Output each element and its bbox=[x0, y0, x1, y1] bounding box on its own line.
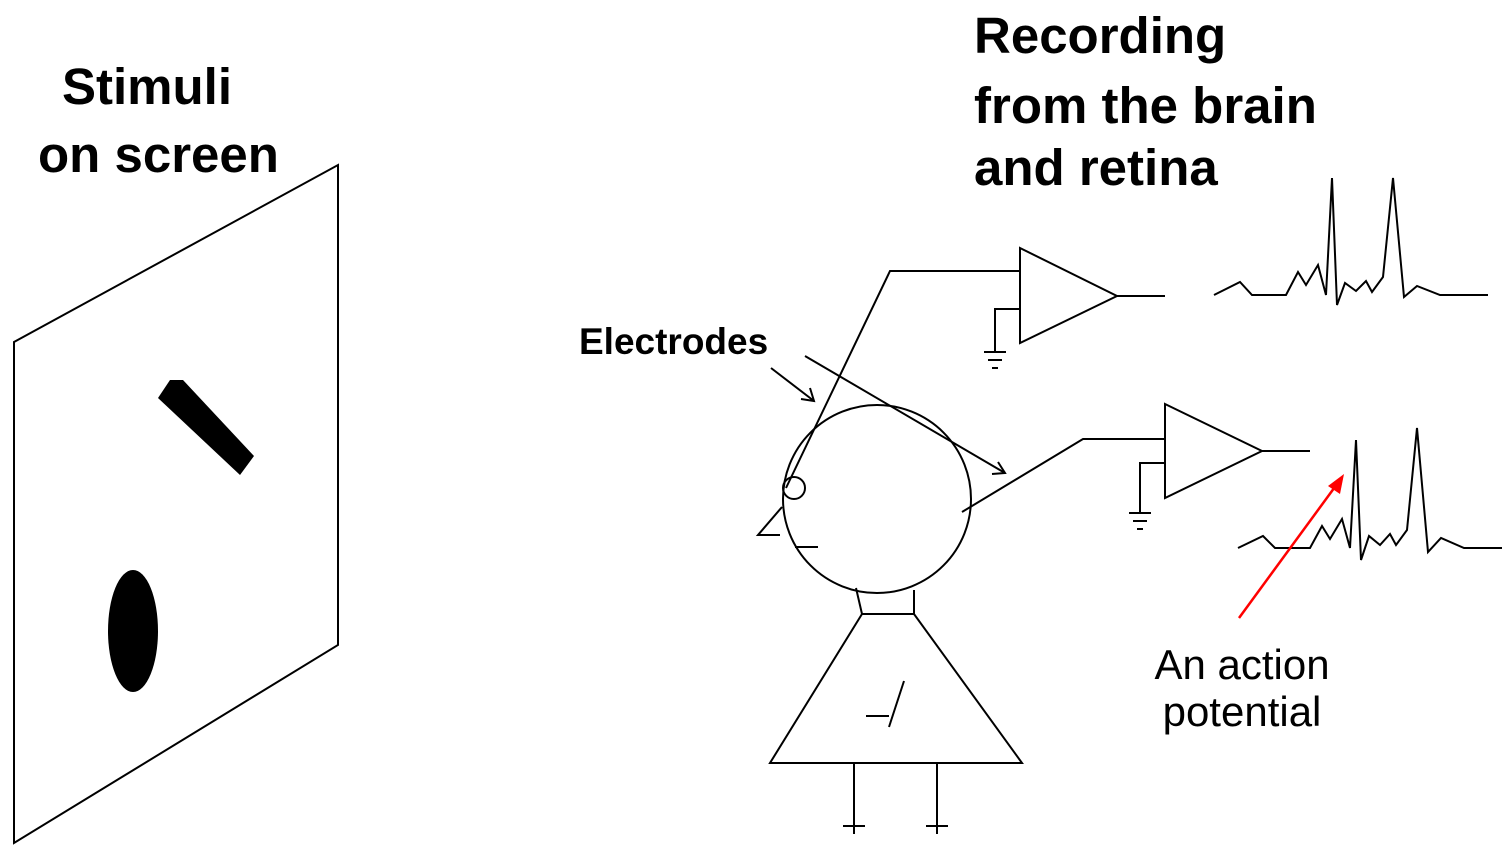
amplifier-1-icon bbox=[1019, 246, 1120, 345]
bar-stimulus-icon bbox=[158, 380, 254, 475]
spike-trace-2 bbox=[1237, 427, 1502, 561]
stimuli-title-line2: on screen bbox=[38, 126, 279, 183]
amplifier-1 bbox=[984, 246, 1165, 369]
action-potential-label-line1: An action bbox=[1154, 641, 1330, 688]
action-potential-label-line2: potential bbox=[1162, 688, 1322, 735]
nose bbox=[755, 506, 783, 536]
eye bbox=[782, 476, 806, 500]
spike-trace-1 bbox=[1213, 177, 1488, 306]
electrodes-pointer bbox=[770, 355, 1007, 475]
stimuli-title-line1: Stimuli bbox=[62, 58, 233, 115]
electrodes-label: Electrodes bbox=[579, 321, 769, 362]
action-potential-pointer bbox=[1237, 474, 1344, 619]
electrode-wire-retina bbox=[785, 270, 1020, 489]
neck-left bbox=[855, 587, 863, 615]
electrode-wire-brain bbox=[961, 438, 1165, 513]
recording-title-line1: Recording bbox=[974, 7, 1227, 64]
arrowhead-icon bbox=[1328, 474, 1344, 494]
recording-title-line3: and retina bbox=[974, 139, 1218, 196]
amplifier-2 bbox=[1129, 402, 1310, 530]
recording-title-line2: from the brain bbox=[974, 77, 1317, 134]
hands-diagonal bbox=[888, 680, 905, 728]
body-dress bbox=[768, 613, 1024, 764]
ellipse-stimulus-icon bbox=[108, 570, 158, 692]
amplifier-2-icon bbox=[1164, 402, 1265, 500]
stimulus-screen bbox=[13, 163, 339, 845]
head bbox=[782, 404, 972, 594]
person-figure bbox=[755, 404, 1024, 834]
